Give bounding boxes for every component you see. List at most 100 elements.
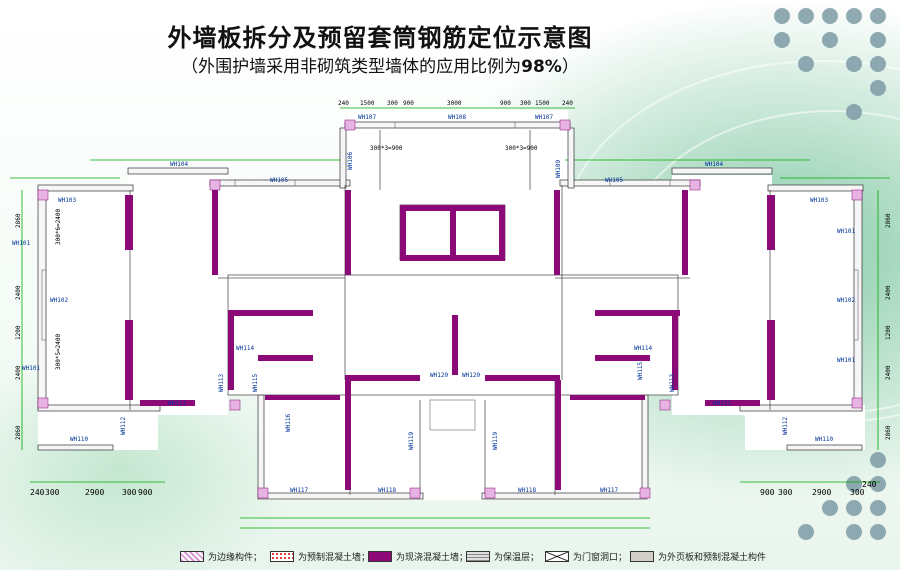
wall-label: WH119 — [492, 432, 499, 450]
legend-item-edge: 为边缘构件； — [180, 549, 262, 563]
wall-labels: WH107 WH108 WH107 WH106 WH109 WH104 WH10… — [12, 114, 855, 494]
wall-label: WH115 — [637, 362, 644, 380]
dim-top: 300 — [520, 100, 531, 107]
dim-bottom: 300 — [850, 488, 865, 497]
wall-label: WH105 — [270, 177, 288, 184]
dim-right: 2860 — [885, 425, 892, 440]
wall-label: WH103 — [58, 197, 76, 204]
edge-components — [37, 119, 863, 499]
dim-bottom: 900 — [760, 488, 775, 497]
legend-label: 为现浇混凝土墙； — [396, 552, 469, 563]
dim-bottom: 2900 — [812, 488, 831, 497]
dim-top: 300 — [387, 100, 398, 107]
legend: 为边缘构件； 为预制混凝土墙； 为现浇混凝土墙； 为保温层； 为门窗洞口； 为外… — [0, 540, 900, 570]
wall-label: WH115 — [252, 374, 259, 392]
dim-left: 1200 — [15, 325, 22, 340]
legend-item-insulation: 为保温层； — [466, 549, 539, 563]
dim-bottom: 300 — [778, 488, 793, 497]
wall-label: WH120 — [430, 372, 448, 379]
wall-label: WH105 — [605, 177, 623, 184]
wall-label: WH120 — [462, 372, 480, 379]
dim-left: 2400 — [15, 285, 22, 300]
wall-label: WH110 — [815, 436, 833, 443]
wall-label: WH107 — [358, 114, 376, 121]
wall-label: WH101 — [837, 228, 855, 235]
wall-label: WH114 — [236, 345, 254, 352]
sleeve-note: 300*5=2400 — [55, 333, 62, 370]
wall-label: WH113 — [218, 374, 225, 392]
legend-item-outer-leaf: 为外页板和预制混凝土构件 — [630, 549, 766, 563]
dim-top: 3000 — [447, 100, 462, 107]
wall-label: WH102 — [837, 297, 855, 304]
wall-label: WH101 — [837, 357, 855, 364]
dim-bottom: 240 — [862, 480, 877, 489]
solid-swatch-icon — [368, 550, 392, 562]
legend-item-opening: 为门窗洞口； — [545, 549, 627, 563]
dim-right: 2400 — [885, 285, 892, 300]
hatch-swatch-icon — [180, 550, 204, 562]
wall-label: WH103 — [810, 197, 828, 204]
wall-label: WH109 — [555, 160, 562, 178]
dim-right: 1200 — [885, 325, 892, 340]
dim-left: 2860 — [15, 425, 22, 440]
wall-label: WH112 — [782, 417, 789, 435]
legend-label: 为预制混凝土墙； — [298, 552, 371, 563]
dim-bottom: 300 — [45, 488, 60, 497]
openings — [41, 121, 859, 431]
dimension-lines — [10, 107, 890, 529]
wall-label: WH107 — [535, 114, 553, 121]
wall-label: WH112 — [120, 417, 127, 435]
floor-plan: WH107 WH108 WH107 WH106 WH109 WH104 WH10… — [10, 100, 892, 529]
solid-swatch-icon — [630, 550, 654, 562]
legend-item-precast: 为预制混凝土墙； — [270, 549, 370, 563]
subtitle-suffix: ） — [561, 57, 579, 77]
dim-top: 240 — [562, 100, 573, 107]
wall-label: WH117 — [290, 487, 308, 494]
wall-label: WH104 — [170, 161, 188, 168]
subtitle-ratio: 98% — [521, 57, 562, 77]
dim-bottom: 2900 — [85, 488, 104, 497]
wall-label: WH116 — [285, 414, 292, 432]
wall-label: WH117 — [600, 487, 618, 494]
wall-label: WH114 — [634, 345, 652, 352]
cross-swatch-icon — [545, 550, 569, 562]
wall-label: WH113 — [669, 374, 676, 392]
sleeve-notes: 300*3=900 300*3=900 300*6=2400 300*5=240… — [55, 145, 538, 370]
wall-label: WH111 — [713, 400, 731, 407]
page-subtitle: （外围护墙采用非砌筑类型墙体的应用比例为98%） — [0, 52, 760, 77]
dim-top: 1500 — [360, 100, 375, 107]
dim-bottom: 900 — [138, 488, 153, 497]
dim-top: 900 — [403, 100, 414, 107]
dim-right: 2400 — [885, 365, 892, 380]
dimension-texts: 240 1500 300 900 3000 900 300 1500 240 2… — [15, 100, 892, 497]
dim-right: 2860 — [885, 213, 892, 228]
dim-bottom: 300 — [122, 488, 137, 497]
dim-top: 1500 — [535, 100, 550, 107]
page-title: 外墙板拆分及预留套筒钢筋定位示意图 — [167, 24, 593, 52]
wall-label: WH101 — [12, 240, 30, 247]
wall-label: WH106 — [347, 152, 354, 170]
sleeve-note: 300*6=2400 — [55, 208, 62, 245]
legend-label: 为边缘构件； — [208, 552, 263, 563]
dots-swatch-icon — [270, 550, 294, 562]
legend-label: 为保温层； — [494, 552, 540, 563]
legend-label: 为外页板和预制混凝土构件 — [658, 552, 767, 563]
wall-label: WH118 — [518, 487, 536, 494]
wall-label: WH108 — [448, 114, 466, 121]
dim-left: 2400 — [15, 365, 22, 380]
sleeve-note: 300*3=900 — [505, 145, 538, 152]
wall-label: WH101 — [22, 365, 40, 372]
dim-top: 900 — [500, 100, 511, 107]
wall-label: WH104 — [705, 161, 723, 168]
dim-left: 2860 — [15, 213, 22, 228]
legend-item-cast: 为现浇混凝土墙； — [368, 549, 468, 563]
dim-bottom: 240 — [30, 488, 45, 497]
grid-swatch-icon — [466, 550, 490, 562]
subtitle-text: （外围护墙采用非砌筑类型墙体的应用比例为 — [181, 57, 522, 77]
wall-label: WH102 — [50, 297, 68, 304]
legend-label: 为门窗洞口； — [573, 552, 628, 563]
wall-label: WH119 — [408, 432, 415, 450]
dim-top: 240 — [338, 100, 349, 107]
sleeve-note: 300*3=900 — [370, 145, 403, 152]
